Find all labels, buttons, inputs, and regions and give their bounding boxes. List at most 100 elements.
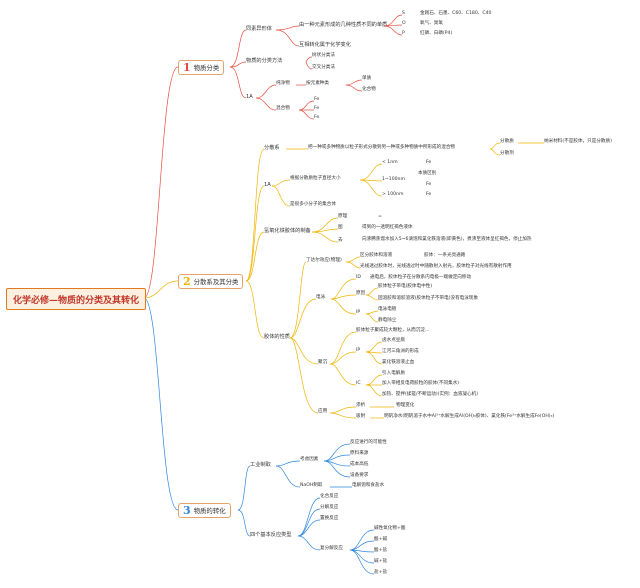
- node[interactable]: 分散系: [264, 145, 280, 151]
- node[interactable]: 原理: [338, 214, 348, 219]
- node[interactable]: 电泳: [316, 295, 326, 300]
- node[interactable]: 氧气、臭氧: [420, 21, 443, 26]
- node[interactable]: Fe: [314, 97, 320, 102]
- node[interactable]: 氯化铁溶液止血: [382, 360, 415, 365]
- node[interactable]: 向沸腾蒸馏水加入5~6滴饱和氯化铁溶液(即黄色)，煮沸至液体呈红褐色，停止加热: [362, 237, 532, 242]
- node[interactable]: 加入带相反电荷胶粒的胶体(不同集水): [382, 381, 460, 386]
- connector: [345, 84, 363, 92]
- node[interactable]: 丁达尔效应(物理): [306, 258, 342, 263]
- node[interactable]: 区分胶体和溶液: [360, 253, 393, 258]
- node[interactable]: 碱+盐: [374, 559, 388, 564]
- node[interactable]: 江河三角洲的形成: [382, 349, 419, 354]
- connector: [143, 280, 179, 299]
- node[interactable]: ID: [356, 275, 361, 280]
- branch-material-classification[interactable]: 1 物质分类: [178, 60, 225, 75]
- node[interactable]: 盐+盐: [374, 570, 388, 575]
- node[interactable]: =: [378, 214, 382, 219]
- node[interactable]: 化合物: [362, 87, 376, 92]
- node[interactable]: 加热、搅拌(揉搓/不断运动)(实例：血液凝心机): [382, 392, 478, 397]
- branch-material-transformation[interactable]: 3 物质的转化: [178, 503, 231, 518]
- node[interactable]: 胶体：一条光亮通路: [424, 253, 466, 258]
- node[interactable]: 物理变化: [396, 403, 415, 408]
- node[interactable]: 1~100nm: [382, 177, 405, 182]
- node[interactable]: 化合反应: [320, 494, 339, 499]
- node[interactable]: 纳米材料(不是胶体，只是分散质): [544, 139, 612, 144]
- node[interactable]: 明矾净水(明矾溶于水中Al³⁺水解生成Al(OH)₃胶体)、氯化铁(Fe³⁺水解…: [384, 414, 555, 419]
- node[interactable]: 1A: [246, 94, 253, 100]
- node[interactable]: 胶体粒子带电(胶体电中性): [378, 284, 433, 289]
- node[interactable]: IP: [356, 348, 361, 353]
- node[interactable]: 工业制取: [250, 462, 271, 468]
- node[interactable]: 单质: [362, 76, 372, 81]
- node[interactable]: 碱性氧化物+酸: [374, 526, 406, 531]
- node[interactable]: 是很多小分子的集合体: [290, 202, 336, 207]
- node[interactable]: 按元素种类: [306, 81, 329, 86]
- node[interactable]: 氢氧化铁胶体的制备: [264, 228, 311, 234]
- node[interactable]: 电泳电镀: [378, 307, 397, 312]
- node[interactable]: 胶体粒子聚成较大颗粒，从而沉淀...: [356, 328, 430, 333]
- node[interactable]: Fe: [426, 192, 432, 197]
- node[interactable]: 原料来源: [350, 451, 369, 456]
- connector: [229, 61, 247, 68]
- node[interactable]: < 1nm: [382, 160, 398, 165]
- node[interactable]: O: [402, 21, 406, 26]
- node[interactable]: 交叉分类法: [312, 65, 335, 70]
- node[interactable]: 物质的分类方法: [246, 58, 283, 64]
- node[interactable]: 金刚石、石墨、C60、C180、C40: [420, 11, 492, 16]
- node[interactable]: > 100nm: [382, 192, 404, 197]
- branch-dispersion-systems[interactable]: 2 分散系及其分类: [178, 274, 244, 289]
- node[interactable]: 把一种或多种物质以粒子形式分散到另一种或多种物质中所形成的混合物: [308, 145, 456, 150]
- node[interactable]: 胶体的性质: [264, 334, 290, 340]
- node[interactable]: IP: [356, 310, 361, 315]
- node[interactable]: 分散质: [500, 139, 514, 144]
- connector: [305, 56, 313, 63]
- node[interactable]: 图: [338, 225, 343, 230]
- node[interactable]: 树状分类法: [312, 53, 335, 58]
- node[interactable]: 本质区别: [418, 171, 437, 176]
- node[interactable]: 1A: [264, 182, 271, 188]
- node[interactable]: Fe: [314, 115, 320, 120]
- node[interactable]: 原因: [356, 291, 366, 296]
- node[interactable]: Fe: [426, 160, 432, 165]
- node[interactable]: 去: [338, 238, 343, 243]
- node[interactable]: 置换反应: [320, 516, 339, 521]
- node[interactable]: 聚沉: [318, 360, 328, 365]
- node[interactable]: 互相转化属于化学变化: [299, 42, 351, 48]
- node[interactable]: 根据分散质粒子直径大小: [290, 176, 341, 181]
- connector: [229, 66, 247, 99]
- node[interactable]: 卤水点豆腐: [382, 338, 405, 343]
- root-topic[interactable]: 化学必修—物质的分类及其转化: [6, 288, 146, 310]
- node[interactable]: 混合物: [276, 106, 290, 111]
- node[interactable]: 反应进行的可能性: [350, 440, 387, 445]
- node[interactable]: 电解饱和食盐水: [352, 483, 385, 488]
- node[interactable]: 复分解反应: [320, 546, 343, 551]
- node[interactable]: 同素异形体: [246, 26, 272, 32]
- node[interactable]: 纯净物: [276, 81, 290, 86]
- node[interactable]: 考虑因素: [300, 457, 319, 462]
- node[interactable]: 吸附: [356, 414, 366, 419]
- node[interactable]: 引入电解质: [382, 371, 405, 376]
- node[interactable]: Fe: [314, 106, 320, 111]
- node[interactable]: IC: [356, 381, 361, 386]
- node[interactable]: 酸+盐: [374, 548, 388, 553]
- node[interactable]: 四个基本反应类型: [250, 532, 292, 538]
- node[interactable]: 静电除尘: [378, 318, 397, 323]
- node[interactable]: 红磷、白磷(P4): [420, 31, 453, 36]
- node[interactable]: NaOH制取: [300, 483, 323, 488]
- node[interactable]: 分散剂: [500, 151, 514, 156]
- node[interactable]: P: [402, 31, 405, 36]
- node[interactable]: 固溶胶和溶胶溶液(胶体粒子不带电)没有电泳现象: [378, 296, 479, 301]
- node[interactable]: 渗析: [356, 403, 366, 408]
- node[interactable]: 成本高低: [350, 462, 369, 467]
- node[interactable]: 光线透过胶体时，光线透过时中随散射入射光，胶体粒子对光线有散射作用: [360, 264, 512, 269]
- node[interactable]: 得到的一透明红褐色液体: [362, 225, 413, 230]
- node[interactable]: S: [402, 11, 405, 16]
- node[interactable]: 应用: [318, 409, 328, 414]
- connector: [305, 61, 313, 70]
- node[interactable]: 由一种元素形成的几种性质不同的单质: [299, 22, 388, 28]
- node[interactable]: 通电后，胶体粒子在分散系内电极一端做定向移动: [370, 275, 472, 280]
- node[interactable]: 酸+碱: [374, 537, 388, 542]
- node[interactable]: Fe: [426, 182, 432, 187]
- node[interactable]: 分解反应: [320, 505, 339, 510]
- node[interactable]: 设备要求: [350, 473, 369, 478]
